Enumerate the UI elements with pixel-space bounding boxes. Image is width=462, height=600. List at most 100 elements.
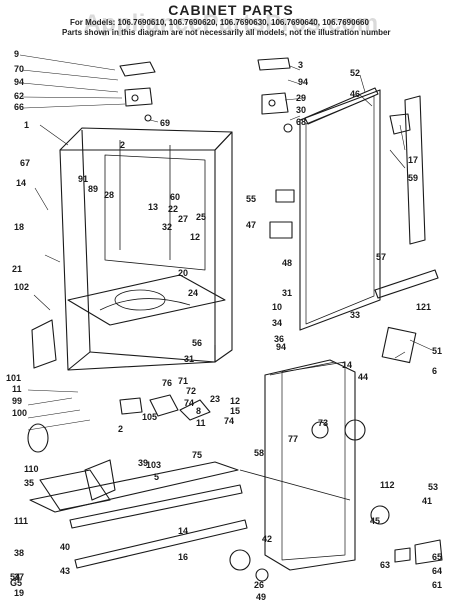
callout-label: 57 bbox=[376, 252, 386, 262]
callout-label: 45 bbox=[370, 516, 380, 526]
callout-label: 43 bbox=[60, 566, 70, 576]
callout-label: 10 bbox=[272, 302, 282, 312]
callout-label: 74 bbox=[184, 398, 194, 408]
ice-tray-hinge bbox=[389, 113, 411, 135]
thermostat bbox=[149, 394, 179, 417]
callout-label: 73 bbox=[318, 418, 328, 428]
callout-label: 27 bbox=[178, 214, 188, 224]
callout-label: 38 bbox=[14, 548, 24, 558]
callout-label: 94 bbox=[14, 77, 24, 87]
callout-label: 61 bbox=[432, 580, 442, 590]
watermark: AppliancePartsPros.com bbox=[83, 10, 379, 37]
callout-label: 52 bbox=[350, 68, 360, 78]
callout-label: 91 bbox=[78, 174, 88, 184]
callout-label: 39 bbox=[138, 458, 148, 468]
top-hinge-right bbox=[257, 57, 291, 71]
callout-label: 58 bbox=[254, 448, 264, 458]
callout-label: 8 bbox=[196, 406, 201, 416]
callout-label: 14 bbox=[16, 178, 26, 188]
callout-label: 29 bbox=[296, 93, 306, 103]
hinge-bottom bbox=[414, 539, 443, 565]
door-bottom-trim bbox=[374, 269, 439, 299]
callout-label: 11 bbox=[196, 418, 206, 428]
callout-label: 26 bbox=[254, 580, 264, 590]
callout-label: 2 bbox=[120, 140, 125, 150]
callout-label: 35 bbox=[24, 478, 34, 488]
callout-label: 99 bbox=[12, 396, 22, 406]
callout-label: 19 bbox=[14, 588, 24, 598]
callout-label: 94 bbox=[276, 342, 286, 352]
callout-label: 69 bbox=[160, 118, 170, 128]
callout-label: 105 bbox=[142, 412, 157, 422]
callout-label: 121 bbox=[416, 302, 431, 312]
callout-label: 20 bbox=[178, 268, 188, 278]
callout-label: 44 bbox=[358, 372, 368, 382]
callout-label: 18 bbox=[14, 222, 24, 232]
cabinet-right-wall bbox=[214, 131, 233, 363]
door-side-trim bbox=[404, 95, 426, 245]
callout-label: 55 bbox=[246, 194, 256, 204]
cabinet-rear bbox=[89, 351, 216, 363]
callout-label: 101 bbox=[6, 373, 21, 383]
callout-label: 40 bbox=[60, 542, 70, 552]
callout-label: 72 bbox=[186, 386, 196, 396]
callout-label: 59 bbox=[408, 173, 418, 183]
callout-label: 53 bbox=[428, 482, 438, 492]
callout-label: 63 bbox=[380, 560, 390, 570]
callout-label: 70 bbox=[14, 64, 24, 74]
callout-label: 65 bbox=[432, 552, 442, 562]
damper-control bbox=[381, 326, 417, 364]
callout-label: 64 bbox=[432, 566, 442, 576]
leveling-leg bbox=[229, 549, 251, 571]
callout-label: 66 bbox=[14, 102, 24, 112]
cabinet-shell bbox=[59, 127, 233, 151]
callout-label: 2 bbox=[118, 424, 123, 434]
callout-label: 89 bbox=[88, 184, 98, 194]
callout-label: 103 bbox=[146, 460, 161, 470]
callout-label: 77 bbox=[288, 434, 298, 444]
callout-label: 30 bbox=[296, 105, 306, 115]
callout-label: 68 bbox=[296, 117, 306, 127]
cabinet-front-left bbox=[59, 129, 91, 371]
callout-label: 37 bbox=[14, 572, 24, 582]
callout-label: 94 bbox=[298, 77, 308, 87]
callout-label: 74 bbox=[224, 416, 234, 426]
callout-label: 6 bbox=[432, 366, 437, 376]
callout-label: 31 bbox=[282, 288, 292, 298]
callout-label: 15 bbox=[230, 406, 240, 416]
callout-label: G5 bbox=[10, 578, 22, 588]
callout-label: 76 bbox=[162, 378, 172, 388]
callout-label: 41 bbox=[422, 496, 432, 506]
callout-label: 111 bbox=[14, 516, 28, 526]
callout-label: 13 bbox=[148, 202, 158, 212]
callout-label: 48 bbox=[282, 258, 292, 268]
callout-label: 56 bbox=[192, 338, 202, 348]
callout-label: 21 bbox=[12, 264, 22, 274]
callout-label: 110 bbox=[24, 464, 39, 474]
door-stop bbox=[394, 547, 411, 563]
liner-vent bbox=[114, 289, 166, 311]
callout-label: 11 bbox=[12, 384, 22, 394]
callout-label: 54 bbox=[10, 572, 20, 582]
callout-label: 25 bbox=[196, 212, 206, 222]
top-hinge-left bbox=[119, 61, 156, 77]
callout-label: 3 bbox=[298, 60, 303, 70]
model-note: Parts shown in this diagram are not nece… bbox=[62, 28, 391, 37]
callout-label: 14 bbox=[178, 526, 188, 536]
callout-label: 12 bbox=[230, 396, 240, 406]
light-switch bbox=[275, 189, 295, 203]
callout-label: 47 bbox=[246, 220, 256, 230]
callout-label: 9 bbox=[14, 49, 19, 59]
callout-label: 71 bbox=[178, 376, 188, 386]
freezer-gasket bbox=[299, 89, 381, 331]
callout-label: 22 bbox=[168, 204, 178, 214]
callout-label: 32 bbox=[162, 222, 172, 232]
callout-label: 60 bbox=[170, 192, 180, 202]
drain-tube bbox=[27, 423, 49, 453]
callout-label: 28 bbox=[104, 190, 114, 200]
callout-label: 112 bbox=[380, 480, 395, 490]
callout-label: 24 bbox=[188, 288, 198, 298]
